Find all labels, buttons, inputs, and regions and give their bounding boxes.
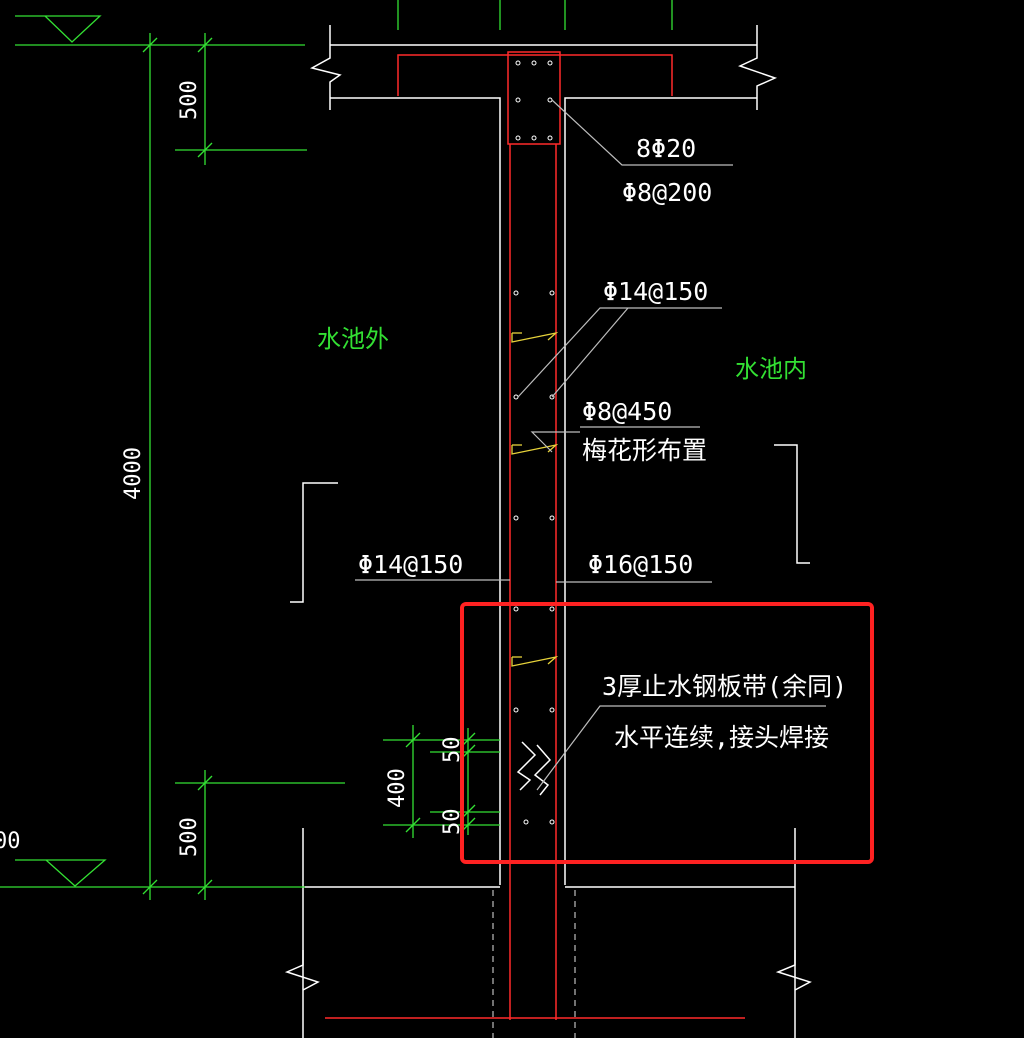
annotation-column-stirrup: Φ8@200 (622, 178, 712, 207)
leader-lines (355, 99, 826, 791)
annotation-tie-bars: Φ8@450 (582, 397, 672, 426)
elevation-label: 00 (0, 829, 21, 854)
top-slab (309, 25, 778, 885)
waterstop-plate (516, 741, 552, 796)
annotation-column-main: 8Φ20 (636, 134, 696, 163)
annotation-wall-outer: Φ14@150 (358, 550, 463, 579)
dim-bottom-offset: 500 (177, 817, 202, 857)
highlight-box (460, 602, 874, 864)
dim-wall-height: 4000 (121, 447, 146, 500)
top-grid-stubs (397, 0, 673, 30)
annotation-wall-inner: Φ16@150 (588, 550, 693, 579)
annotation-waterstop-note: 水平连续,接头焊接 (614, 723, 829, 752)
tie-bars (511, 331, 559, 667)
wall-rebar-dots (513, 290, 555, 825)
dim-top-offset: 500 (177, 80, 202, 120)
annotation-wall-horizontal-top: Φ14@150 (603, 277, 708, 306)
bottom-footing (284, 828, 812, 1038)
text-labels: 水池外 水池内 8Φ20 Φ8@200 Φ14@150 Φ8@450 梅花形布置… (0, 80, 847, 857)
dimension-lines (0, 15, 500, 900)
annotation-waterstop: 3厚止水钢板带(余同) (602, 672, 847, 701)
dim-waterstop-height: 400 (385, 768, 410, 808)
column-rebar-dots (515, 60, 553, 141)
label-inside: 水池内 (735, 355, 807, 383)
annotation-tie-layout: 梅花形布置 (582, 436, 707, 465)
label-outside: 水池外 (317, 325, 389, 353)
section-brackets (290, 444, 810, 603)
